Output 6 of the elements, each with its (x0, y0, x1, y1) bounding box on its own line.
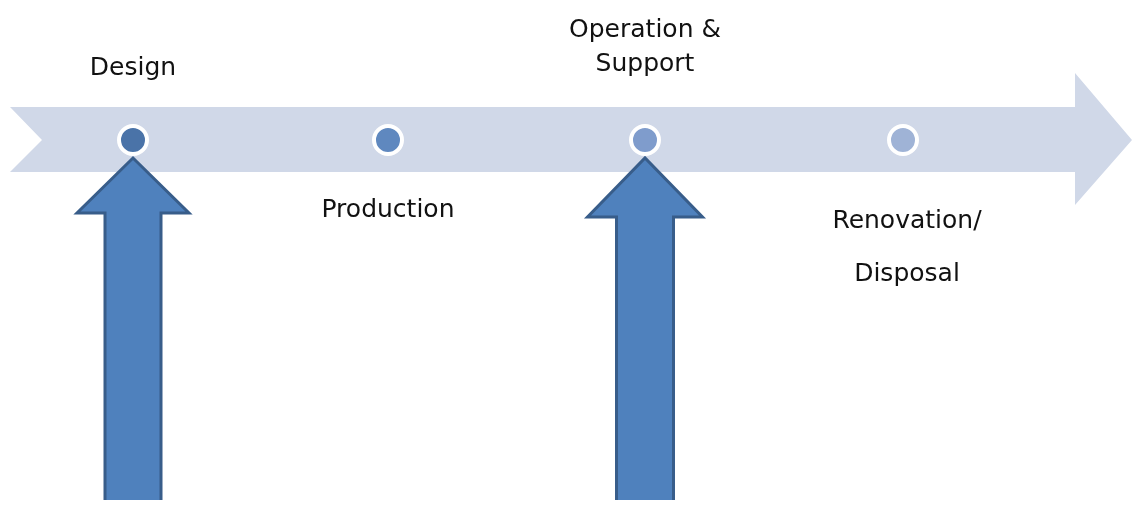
stage-label: Renovation/ Disposal (831, 204, 983, 289)
stage-label: Production (320, 193, 456, 225)
block-arrow (583, 155, 707, 502)
stage-label: Operation & Support (568, 13, 722, 79)
stage-label: Design (88, 51, 178, 83)
block-arrow (73, 155, 193, 502)
